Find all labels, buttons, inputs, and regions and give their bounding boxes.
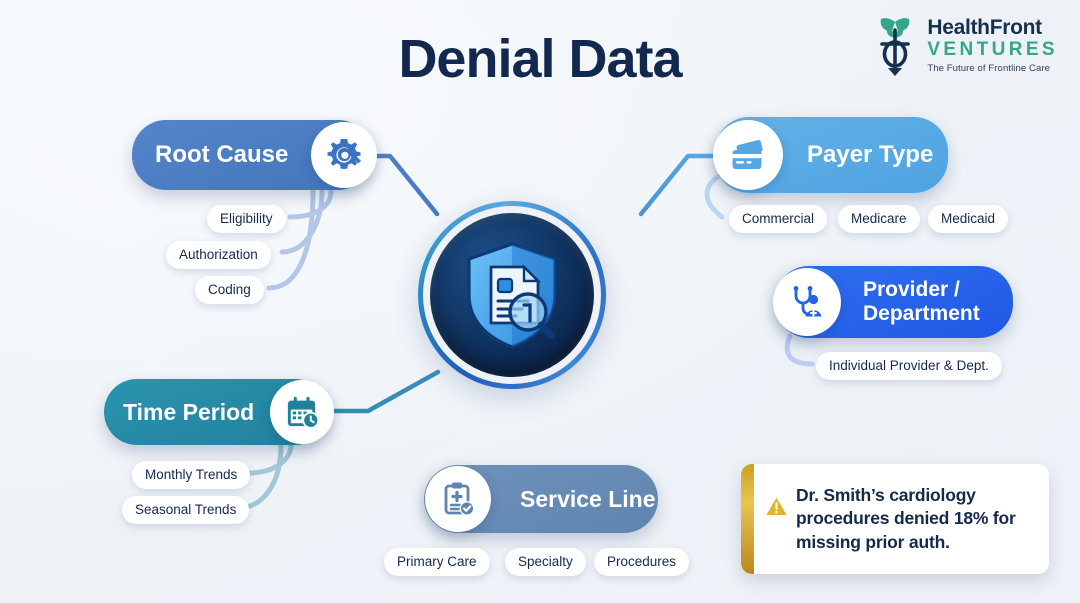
callout-accent-bar <box>741 464 754 574</box>
branch-node-payer-type[interactable]: Payer Type <box>713 117 948 193</box>
wire-payer-type <box>638 153 717 217</box>
wire-time-sub-1 <box>245 442 294 476</box>
branch-node-provider-department[interactable]: Provider / Department <box>773 266 1013 338</box>
clipboard-check-icon <box>425 466 491 532</box>
branch-node-service-line[interactable]: Service Line <box>424 465 658 533</box>
sub-pill-commercial[interactable]: Commercial <box>729 205 828 233</box>
wire-root-cause <box>363 153 440 217</box>
caduceus-leaf-icon <box>880 18 911 76</box>
sub-pill-medicaid[interactable]: Medicaid <box>928 205 1009 233</box>
branch-label-time-period: Time Period <box>123 399 255 425</box>
callout-text: Dr. Smith’s cardiology procedures denied… <box>796 485 1016 552</box>
wire-time-period <box>330 369 441 414</box>
brand-logo: HealthFront VENTURES The Future of Front… <box>872 14 1058 76</box>
sub-pill-medicare[interactable]: Medicare <box>838 205 920 233</box>
wire-provider-sub-1 <box>784 333 815 367</box>
insight-callout[interactable]: Dr. Smith’s cardiology procedures denied… <box>741 464 1049 574</box>
sub-pill-eligibility[interactable]: Eligibility <box>207 205 286 233</box>
gear-wrench-icon <box>311 122 377 188</box>
page-title: Denial Data <box>398 29 682 89</box>
hub-core <box>430 213 594 377</box>
branch-label-service-line: Service Line <box>520 486 656 512</box>
logo-tagline: The Future of Frontline Care <box>927 62 1050 74</box>
sub-pill-monthly-trends[interactable]: Monthly Trends <box>132 461 251 489</box>
sub-pill-authorization[interactable]: Authorization <box>166 241 271 269</box>
sub-pill-primary-care[interactable]: Primary Care <box>384 548 490 576</box>
central-hub <box>418 201 606 389</box>
sub-pill-specialty[interactable]: Specialty <box>505 548 586 576</box>
sub-pill-coding[interactable]: Coding <box>195 276 264 304</box>
credit-card-icon <box>713 120 783 190</box>
shield-document-magnifier-icon <box>467 242 557 349</box>
stethoscope-person-icon <box>773 268 841 336</box>
sub-pill-seasonal-trends[interactable]: Seasonal Trends <box>122 496 250 524</box>
wire-root-sub-3 <box>266 188 316 291</box>
wire-root-sub-2 <box>279 188 325 255</box>
branch-label-payer-type: Payer Type <box>807 141 934 169</box>
branch-label-provider-department: Provider / Department <box>863 278 980 325</box>
branch-label-root-cause: Root Cause <box>155 141 289 169</box>
warning-triangle-icon <box>766 496 787 515</box>
logo-subname: VENTURES <box>927 38 1058 60</box>
sub-pill-procedures[interactable]: Procedures <box>594 548 690 576</box>
wire-payer-sub-1 <box>704 173 725 220</box>
logo-name: HealthFront <box>927 15 1042 39</box>
branch-node-time-period[interactable]: Time Period <box>104 379 334 445</box>
callout-body: Dr. Smith’s cardiology procedures denied… <box>754 464 1049 574</box>
branch-node-root-cause[interactable]: Root Cause <box>132 120 377 190</box>
hub-ring-gap <box>423 206 601 384</box>
sub-pill-individual-provider-dept[interactable]: Individual Provider & Dept. <box>816 352 1002 380</box>
calendar-clock-icon <box>270 380 334 444</box>
